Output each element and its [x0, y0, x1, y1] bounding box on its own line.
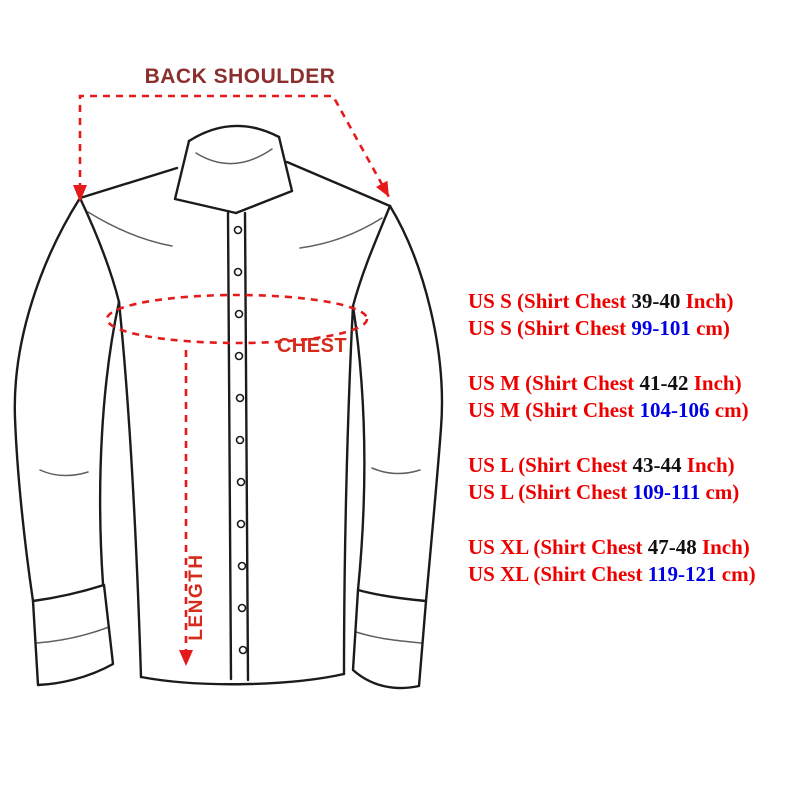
size-suffix: cm) — [690, 316, 730, 340]
back-shoulder-arrow-line — [78, 94, 391, 198]
size-group-xl: US XL (Shirt Chest 47-48 Inch) US XL (Sh… — [468, 534, 756, 588]
left-shoulder-seam — [78, 166, 179, 200]
size-group-l: US L (Shirt Chest 43-44 Inch) US L (Shir… — [468, 452, 756, 506]
collar-back — [187, 124, 281, 143]
size-suffix: Inch) — [680, 289, 734, 313]
size-suffix: cm) — [709, 398, 749, 422]
button — [233, 267, 243, 277]
size-prefix: US L (Shirt Chest — [468, 453, 633, 477]
size-prefix: US S (Shirt Chest — [468, 289, 632, 313]
size-value: 119-121 — [647, 562, 717, 586]
back-shoulder-right-arrowhead — [376, 180, 389, 197]
button — [237, 561, 247, 571]
collar-right-point — [234, 135, 294, 215]
length-arrowhead — [179, 650, 193, 666]
size-prefix: US M (Shirt Chest — [468, 371, 640, 395]
right-chest-fold — [299, 217, 383, 249]
size-value: 109-111 — [632, 480, 701, 504]
size-row: US XL (Shirt Chest 119-121 cm) — [468, 561, 756, 588]
chest-ellipse — [105, 293, 369, 345]
button — [234, 351, 244, 361]
right-elbow-wrinkle — [371, 467, 421, 475]
size-prefix: US S (Shirt Chest — [468, 316, 632, 340]
size-row: US XL (Shirt Chest 47-48 Inch) — [468, 534, 756, 561]
size-row: US S (Shirt Chest 39-40 Inch) — [468, 288, 756, 315]
size-suffix: cm) — [716, 562, 756, 586]
placket-left-line — [226, 211, 233, 681]
size-group-s: US S (Shirt Chest 39-40 Inch) US S (Shir… — [468, 288, 756, 342]
left-sleeve-outline — [13, 196, 82, 603]
size-row: US M (Shirt Chest 41-42 Inch) — [468, 370, 756, 397]
left-body-seam — [117, 300, 143, 679]
size-value: 39-40 — [631, 289, 681, 313]
size-value: 99-101 — [631, 316, 691, 340]
button — [236, 519, 246, 529]
size-value: 43-44 — [632, 453, 682, 477]
button — [236, 477, 246, 487]
left-sleeve-inner — [98, 300, 121, 586]
size-row: US M (Shirt Chest 104-106 cm) — [468, 397, 756, 424]
size-value: 41-42 — [639, 371, 689, 395]
size-row: US S (Shirt Chest 99-101 cm) — [468, 315, 756, 342]
size-prefix: US M (Shirt Chest — [468, 398, 640, 422]
right-body-seam — [342, 304, 355, 676]
hem — [139, 672, 346, 686]
size-prefix: US XL (Shirt Chest — [468, 535, 648, 559]
size-suffix: cm) — [700, 480, 740, 504]
right-armhole-seam — [351, 204, 392, 308]
size-row: US L (Shirt Chest 109-111 cm) — [468, 479, 756, 506]
right-sleeve-inner — [351, 304, 366, 592]
size-prefix: US L (Shirt Chest — [468, 480, 633, 504]
size-suffix: Inch) — [688, 371, 742, 395]
size-value: 104-106 — [639, 398, 710, 422]
collar-inner-line — [195, 148, 273, 165]
button — [237, 603, 247, 613]
size-suffix: Inch) — [696, 535, 750, 559]
chest-label: CHEST — [277, 335, 347, 357]
left-cuff — [31, 583, 115, 687]
placket-right-line — [243, 211, 250, 682]
collar-left-point — [173, 139, 238, 215]
left-armhole-seam — [78, 196, 121, 304]
left-elbow-wrinkle — [39, 469, 89, 477]
back-shoulder-label: BACK SHOULDER — [145, 65, 336, 88]
size-group-m: US M (Shirt Chest 41-42 Inch) US M (Shir… — [468, 370, 756, 424]
button — [234, 309, 244, 319]
button — [235, 393, 245, 403]
button — [233, 225, 243, 235]
right-shoulder-seam — [285, 160, 392, 208]
length-label: LENGTH — [186, 553, 207, 640]
size-chart-text: US S (Shirt Chest 39-40 Inch) US S (Shir… — [468, 288, 756, 616]
buttons — [233, 225, 248, 655]
right-cuff-detail — [355, 631, 422, 644]
size-row: US L (Shirt Chest 43-44 Inch) — [468, 452, 756, 479]
button — [235, 435, 245, 445]
size-prefix: US XL (Shirt Chest — [468, 562, 648, 586]
right-sleeve-outline — [388, 204, 444, 603]
back-shoulder-left-arrowhead — [73, 185, 87, 202]
size-value: 47-48 — [647, 535, 697, 559]
left-cuff-detail — [36, 626, 110, 644]
size-suffix: Inch) — [681, 453, 735, 477]
measurements: BACK SHOULDER CHEST LENGTH — [73, 65, 391, 666]
left-chest-fold — [87, 211, 173, 247]
shirt-outline — [13, 124, 444, 690]
button — [238, 645, 248, 655]
